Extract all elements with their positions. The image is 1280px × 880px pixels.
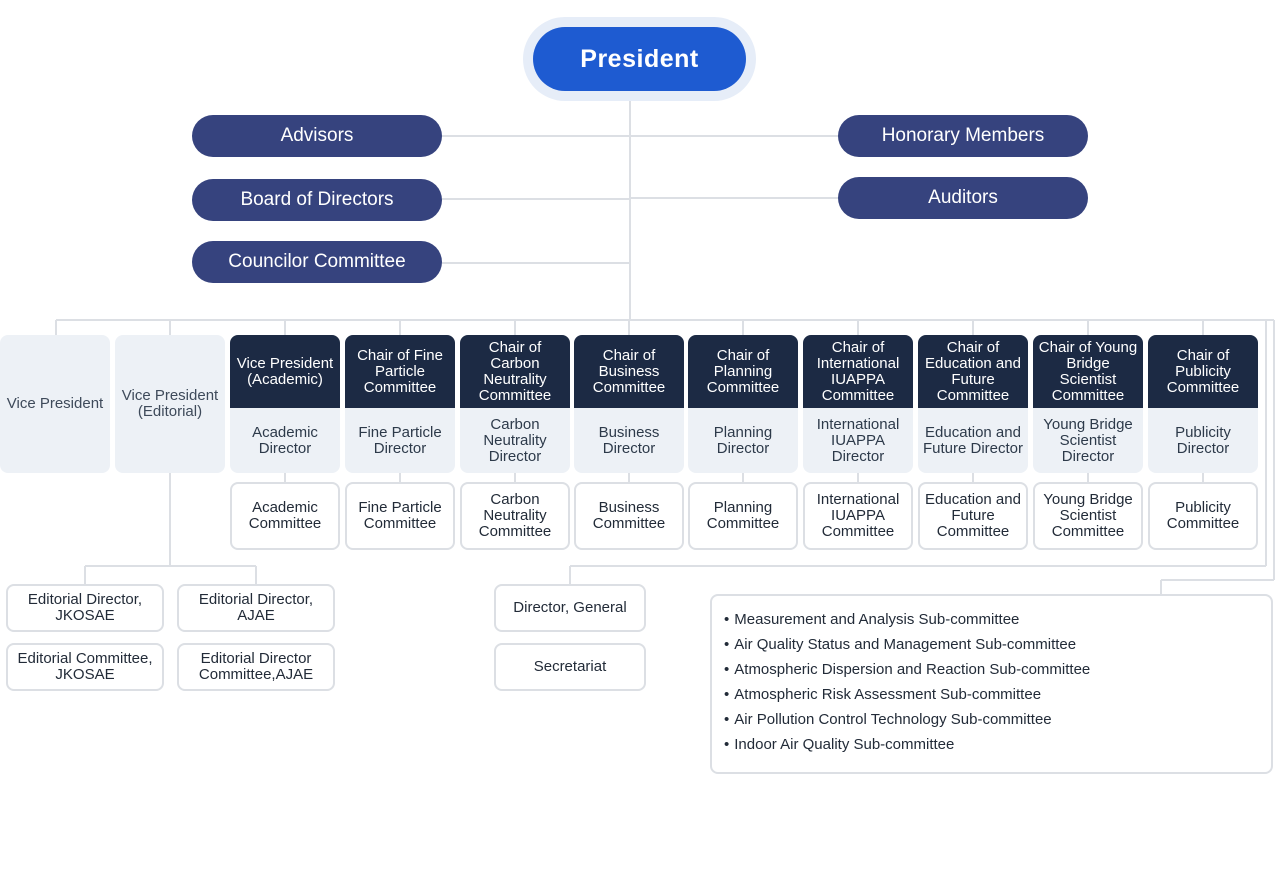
committee-academic: Academic Committee [230,482,340,550]
director-business: Business Director [574,408,684,473]
director-planning: Planning Director [688,408,798,473]
chair-international-iuappa: Chair of International IUAPPA Committee [803,335,913,408]
director-young-bridge-scientist: Young Bridge Scientist Director [1033,408,1143,473]
chair-young-bridge-scientist: Chair of Young Bridge Scientist Committe… [1033,335,1143,408]
advisors-node: Advisors [192,115,442,157]
chair-fine-particle: Chair of Fine Particle Committee [345,335,455,408]
committee-publicity: Publicity Committee [1148,482,1258,550]
director-publicity: Publicity Director [1148,408,1258,473]
board-of-directors-node: Board of Directors [192,179,442,221]
committee-young-bridge-scientist: Young Bridge Scientist Committee [1033,482,1143,550]
committee-business: Business Committee [574,482,684,550]
committee-planning: Planning Committee [688,482,798,550]
auditors-node: Auditors [838,177,1088,219]
councilor-committee-node: Councilor Committee [192,241,442,283]
committee-carbon-neutrality: Carbon Neutrality Committee [460,482,570,550]
vice-president-node: Vice President [0,335,110,473]
editorial-director-jkosae: Editorial Director, JKOSAE [6,584,164,632]
chair-business: Chair of Business Committee [574,335,684,408]
chair-carbon-neutrality: Chair of Carbon Neutrality Committee [460,335,570,408]
honorary-members-node: Honorary Members [838,115,1088,157]
chair-publicity: Chair of Publicity Committee [1148,335,1258,408]
subcommittee-item: Atmospheric Dispersion and Reaction Sub-… [724,657,1271,682]
director-international-iuappa: International IUAPPA Director [803,408,913,473]
editorial-committee-jkosae: Editorial Committee, JKOSAE [6,643,164,691]
chair-planning: Chair of Planning Committee [688,335,798,408]
subcommittee-item: Air Quality Status and Management Sub-co… [724,632,1271,657]
subcommittee-item: Indoor Air Quality Sub-committee [724,732,1271,757]
director-education-future: Education and Future Director [918,408,1028,473]
subcommittee-list: Measurement and Analysis Sub-committee A… [710,594,1273,774]
director-carbon-neutrality: Carbon Neutrality Director [460,408,570,473]
director-general-node: Director, General [494,584,646,632]
subcommittee-item: Atmospheric Risk Assessment Sub-committe… [724,682,1271,707]
president-node: President [533,27,746,91]
chair-education-future: Chair of Education and Future Committee [918,335,1028,408]
subcommittee-item: Air Pollution Control Technology Sub-com… [724,707,1271,732]
editorial-director-committee-ajae: Editorial Director Committee,AJAE [177,643,335,691]
vice-president-editorial-node: Vice President (Editorial) [115,335,225,473]
subcommittee-item: Measurement and Analysis Sub-committee [724,607,1271,632]
committee-education-future: Education and Future Committee [918,482,1028,550]
editorial-director-ajae: Editorial Director, AJAE [177,584,335,632]
secretariat-node: Secretariat [494,643,646,691]
director-fine-particle: Fine Particle Director [345,408,455,473]
director-academic: Academic Director [230,408,340,473]
committee-international-iuappa: International IUAPPA Committee [803,482,913,550]
committee-fine-particle: Fine Particle Committee [345,482,455,550]
chair-academic: Vice President (Academic) [230,335,340,408]
